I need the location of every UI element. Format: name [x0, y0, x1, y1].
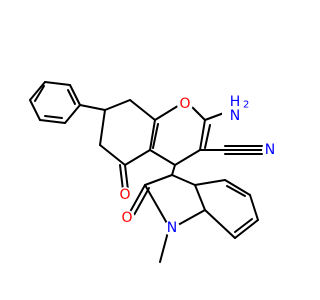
- lactam-oxygen-label: O: [121, 210, 132, 226]
- bond-benzo-2: [224, 179, 251, 196]
- bond-fused-double: [152, 123, 159, 149]
- bond-benzo-1: [194, 179, 226, 186]
- atom-label-layer: O O O H 2 N N N: [117, 94, 278, 236]
- bond-ring-a6: [99, 109, 106, 146]
- bond-spiro-2: [144, 174, 173, 186]
- bond-ring-a2: [129, 99, 156, 121]
- bond-phenyl-6: [44, 81, 71, 86]
- ketone-oxygen-label: O: [119, 187, 130, 203]
- bond-benzo-inner-2: [234, 218, 253, 233]
- bond-benzo-4: [234, 219, 259, 239]
- amino-group: H 2 N: [222, 94, 256, 125]
- ring-oxygen-bg: [177, 96, 193, 112]
- bond-ketone-1: [124, 164, 129, 191]
- bond-ring-a3: [149, 119, 156, 151]
- bond-phenyl-inner-1: [34, 85, 45, 102]
- bond-spiro-1: [171, 164, 176, 176]
- ring-oxygen-label: O: [179, 96, 190, 112]
- bond-layer: [29, 81, 263, 263]
- bond-ring-a1: [104, 99, 131, 111]
- bond-phenyl-3: [39, 119, 66, 124]
- bond-phenyl-4: [64, 104, 81, 124]
- bond-phenyl-inner-3: [67, 89, 76, 105]
- lactam-oxygen-atom: O: [119, 210, 135, 226]
- bond-pyran-inner: [204, 124, 211, 149]
- indole-nitrogen-bg: [164, 220, 180, 236]
- bond-oxindole-4: [177, 209, 206, 226]
- bond-ketone-2: [119, 164, 124, 191]
- bond-phenyl-2: [29, 99, 41, 121]
- bond-phenyl-link: [79, 104, 106, 111]
- bond-methyl: [159, 231, 169, 263]
- molecule-structure: O O O H 2 N N N: [29, 81, 278, 263]
- ring-oxygen-atom: O: [177, 96, 193, 112]
- amino-n-label: N: [230, 108, 240, 124]
- amino-h-label: H: [230, 94, 241, 110]
- amino-h-count: 2: [243, 100, 249, 111]
- bond-benzo-5: [204, 209, 236, 239]
- bond-pyran-1: [154, 103, 182, 121]
- bond-lactam-2: [133, 187, 150, 216]
- nitrile-nitrogen-bg: [262, 142, 278, 158]
- bond-phenyl-5: [69, 84, 81, 106]
- bond-benzo-inner-1: [226, 185, 246, 197]
- bond-lactam-1: [129, 184, 146, 213]
- indole-nitrogen-label: N: [167, 220, 177, 236]
- ketone-oxygen-atom: O: [117, 187, 133, 203]
- bond-benzo-3: [249, 194, 259, 221]
- bond-phenyl-1: [29, 81, 46, 101]
- bond-phenyl-inner-2: [44, 115, 63, 119]
- nitrile-nitrogen-atom: N: [262, 142, 278, 158]
- amino-bg: [222, 95, 256, 125]
- ketone-oxygen-bg: [117, 187, 133, 203]
- bond-ring-a4: [124, 149, 151, 166]
- bond-pyran-5: [149, 149, 176, 166]
- bond-oxindole-2: [171, 174, 196, 186]
- bond-oxindole-3: [194, 184, 206, 211]
- indole-nitrogen-atom: N: [164, 220, 180, 236]
- bond-ring-a5: [99, 144, 126, 166]
- lactam-oxygen-bg: [119, 210, 135, 226]
- bond-oxindole-1: [144, 184, 169, 226]
- bond-pyran-3: [199, 119, 206, 151]
- bond-pyran-4: [174, 149, 201, 166]
- nitrile-nitrogen-label: N: [265, 142, 275, 158]
